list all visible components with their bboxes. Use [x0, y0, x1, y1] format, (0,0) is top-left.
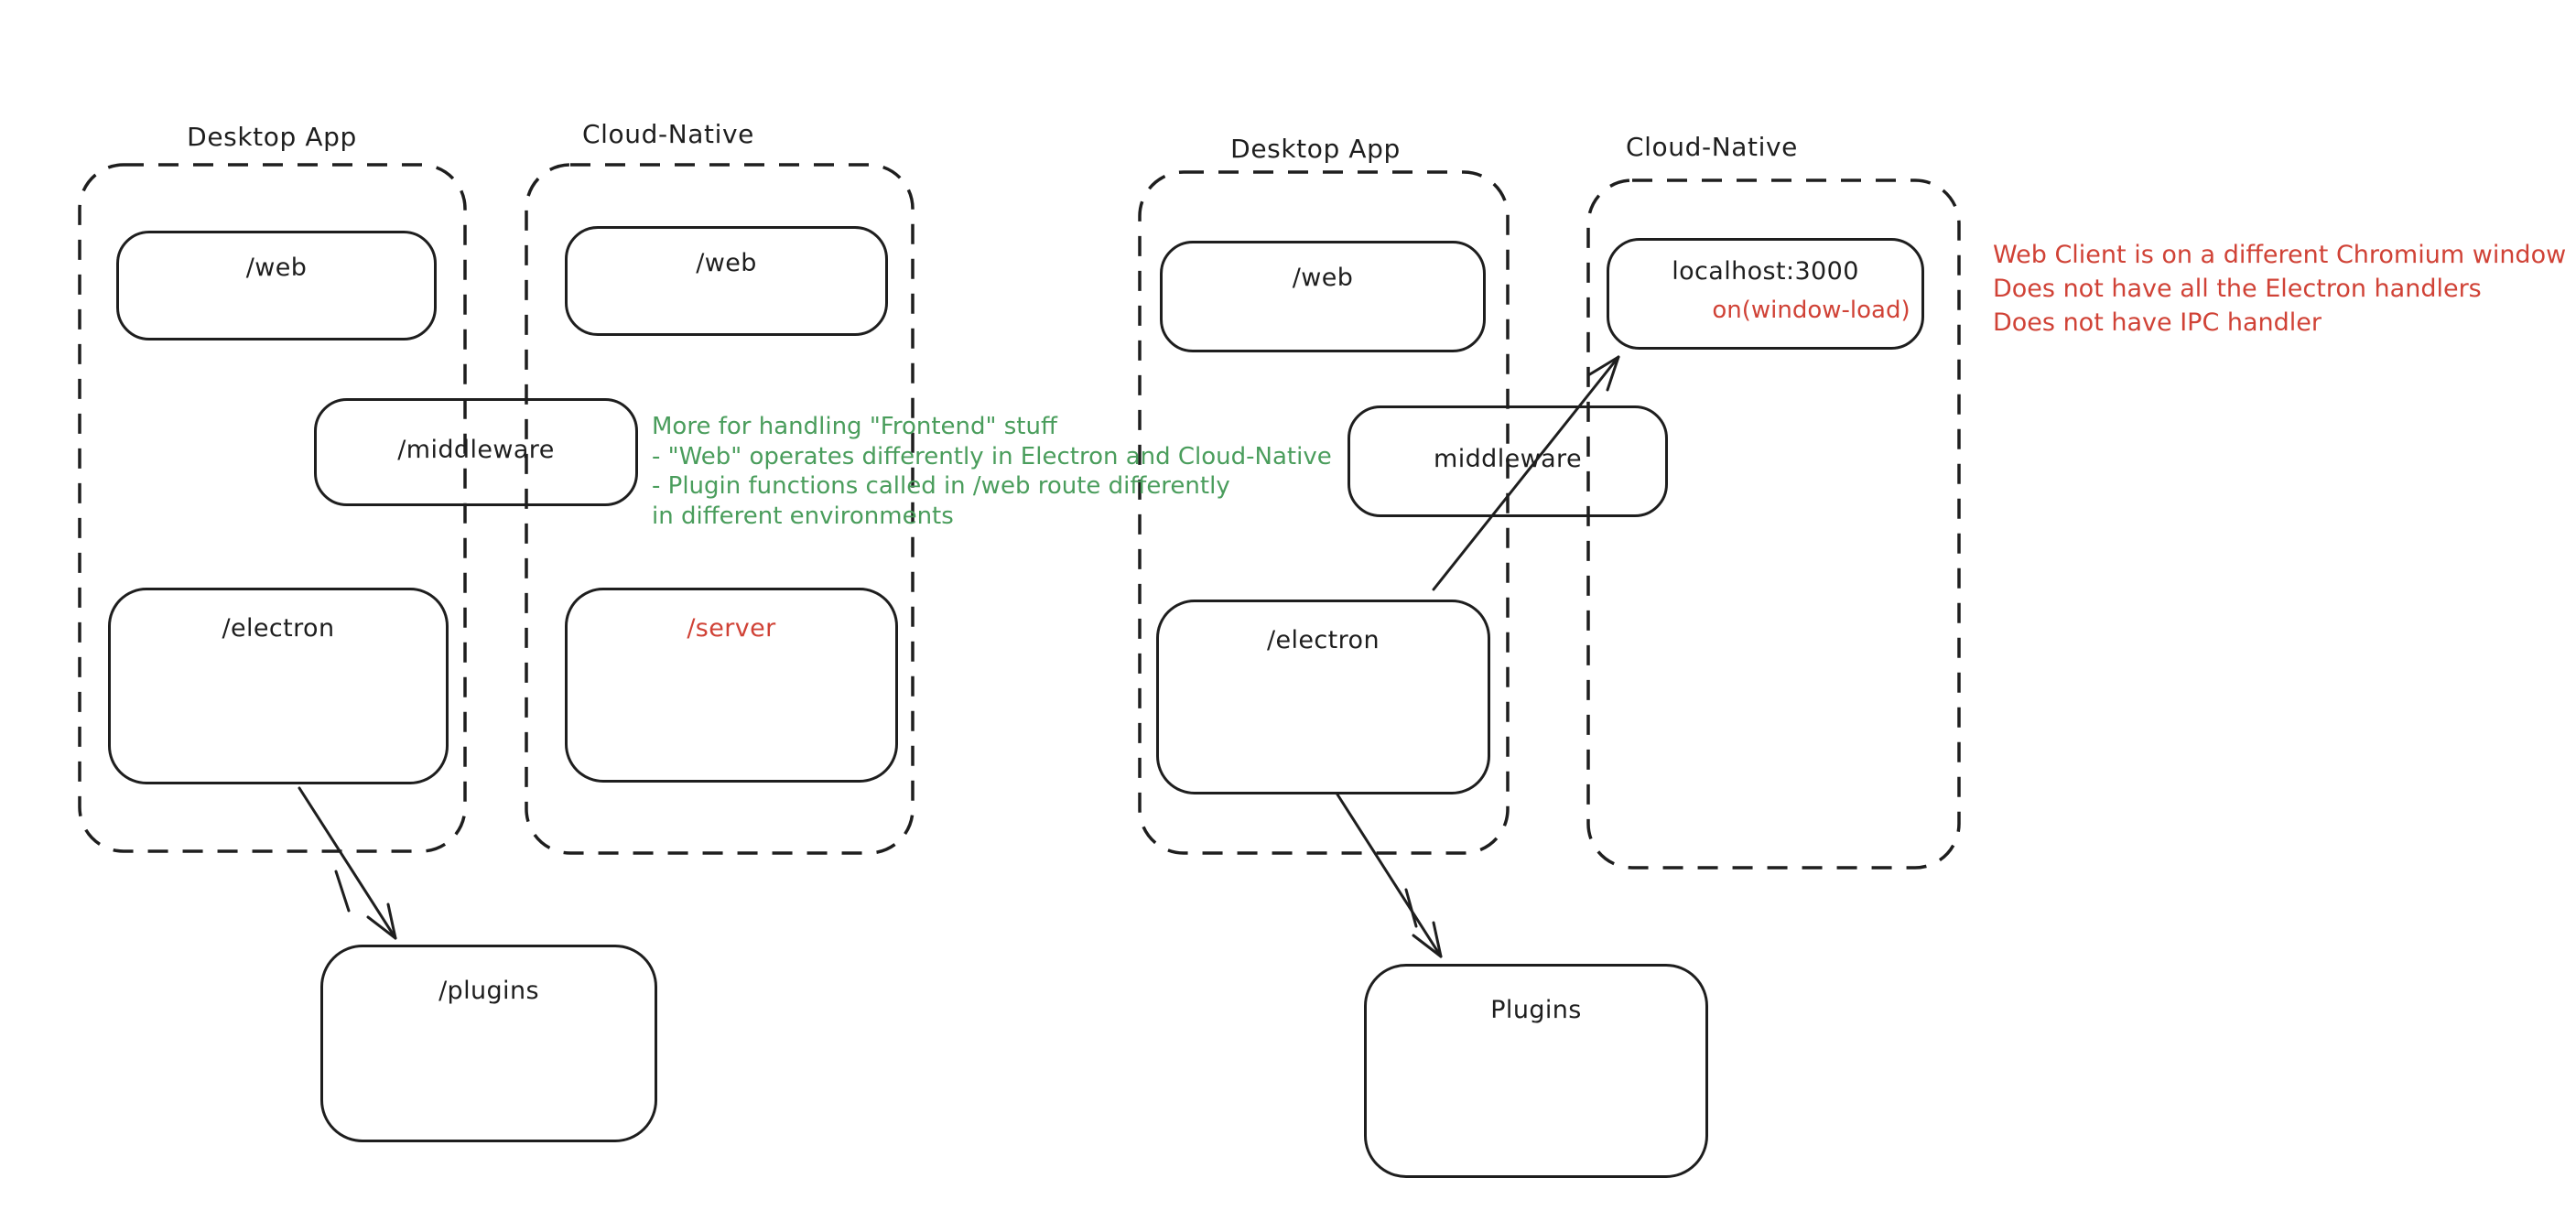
note-line: - "Web" operates differently in Electron… — [652, 442, 1332, 470]
note-line: Does not have IPC handler — [1993, 308, 2322, 337]
title-desktop-app-right: Desktop App — [1230, 134, 1401, 164]
node-web-desktop-left: /web — [116, 231, 437, 340]
node-label: /electron — [222, 614, 335, 643]
arrow-electron-to-plugins-right — [1336, 793, 1443, 958]
node-label: /web — [696, 249, 757, 277]
node-server-left: /server — [565, 588, 898, 783]
node-label: /web — [245, 254, 308, 282]
node-label: Plugins — [1490, 996, 1582, 1024]
node-plugins-left: /plugins — [320, 945, 657, 1142]
node-label: /server — [687, 614, 776, 643]
node-middleware-left: /middleware — [314, 398, 638, 506]
title-cloud-native-right: Cloud-Native — [1626, 132, 1798, 162]
note-line: Does not have all the Electron handlers — [1993, 275, 2482, 303]
note-line: - Plugin functions called in /web route … — [652, 472, 1230, 500]
note-line: Web Client is on a different Chromium wi… — [1993, 241, 2567, 269]
note-line: More for handling "Frontend" stuff — [652, 413, 1057, 440]
node-middleware-right: middleware — [1348, 405, 1668, 517]
node-sublabel-window-load: on(window-load) — [1712, 297, 1910, 324]
title-desktop-app-left: Desktop App — [187, 122, 357, 152]
node-label: /plugins — [438, 977, 539, 1005]
note-red-web-client: Web Client is on a different Chromium wi… — [1993, 238, 2566, 340]
node-label: localhost:3000 — [1672, 257, 1859, 286]
note-line: in different environments — [652, 502, 954, 530]
node-web-desktop-right: /web — [1160, 241, 1486, 352]
node-plugins-right: Plugins — [1364, 964, 1708, 1178]
note-green-middleware: More for handling "Frontend" stuff - "We… — [652, 412, 1332, 531]
node-localhost-3000: localhost:3000 on(window-load) — [1607, 238, 1924, 350]
node-label: /web — [1292, 264, 1354, 292]
node-label: /electron — [1267, 626, 1380, 654]
node-label: middleware — [1434, 445, 1582, 473]
node-label: /middleware — [397, 436, 555, 464]
node-web-cloud-left: /web — [565, 226, 888, 336]
title-cloud-native-left: Cloud-Native — [582, 119, 754, 149]
arrow-electron-to-plugins-left — [298, 786, 397, 940]
node-electron-left: /electron — [108, 588, 449, 784]
node-electron-right: /electron — [1156, 600, 1490, 794]
